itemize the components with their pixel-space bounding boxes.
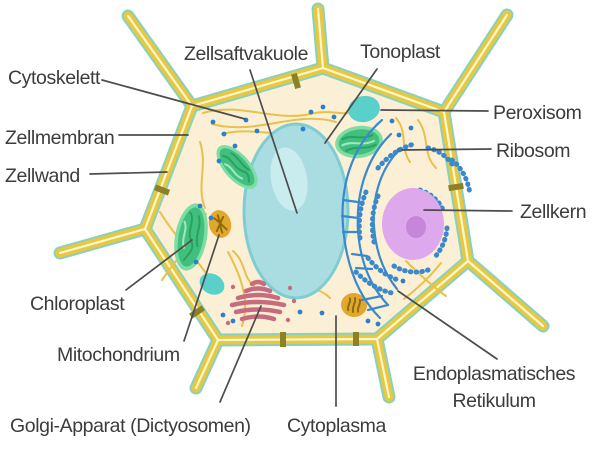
label-peroxisom: Peroxisom — [493, 102, 582, 124]
cell-wall — [53, 2, 550, 404]
label-zellsaftvakuole: Zellsaftvakuole — [184, 43, 308, 65]
pointer-chloroplast — [125, 239, 193, 291]
pointer-peroxisom — [380, 109, 489, 112]
label-ribosom: Ribosom — [496, 140, 570, 162]
label-chloroplast: Chloroplast — [30, 293, 125, 315]
ribosome-dots — [193, 104, 414, 327]
labels: Zellsaftvakuole Tonoplast Cytoskelett Ze… — [5, 41, 587, 437]
label-cytoplasma: Cytoplasma — [287, 415, 387, 437]
pointer-zellsaftvakuole — [249, 69, 298, 214]
peroxisome-2 — [199, 273, 225, 295]
chloroplast-1 — [174, 203, 208, 271]
mitochondrion-1 — [208, 210, 232, 238]
label-er-line1: Endoplasmatisches — [413, 363, 576, 385]
label-golgi-apparat: Golgi-Apparat (Dictyosomen) — [10, 415, 251, 437]
chloroplast-3 — [335, 125, 383, 159]
label-zellmembran: Zellmembran — [5, 127, 114, 149]
label-tonoplast: Tonoplast — [360, 41, 441, 63]
pointer-ribosom — [401, 148, 492, 151]
label-zellkern: Zellkern — [520, 201, 586, 223]
pointer-zellkern — [423, 209, 513, 212]
mitochondrion-2 — [341, 292, 367, 318]
plasmodesma-2 — [448, 182, 464, 192]
label-zellwand: Zellwand — [5, 165, 80, 187]
golgi-apparatus — [225, 279, 297, 326]
pointer-lines — [89, 68, 513, 407]
label-cytoskelett: Cytoskelett — [8, 67, 101, 89]
label-er-line2: Retikulum — [452, 390, 535, 412]
pointer-golgi — [219, 305, 262, 403]
pointer-zellwand — [89, 171, 168, 175]
chloroplast-2 — [216, 145, 258, 189]
vacuole-highlight — [270, 147, 308, 211]
plasmodesma-3 — [153, 184, 171, 196]
pointer-tonoplast — [324, 68, 378, 144]
pointer-mitochondrium — [183, 234, 220, 342]
pointer-er — [397, 290, 498, 360]
peroxisome — [348, 95, 380, 123]
nucleus — [382, 188, 444, 260]
pointer-cytoskelett — [101, 79, 246, 120]
nucleolus — [406, 216, 426, 238]
plasmodesma-1 — [291, 72, 301, 90]
label-mitochondrium: Mitochondrium — [57, 344, 180, 366]
